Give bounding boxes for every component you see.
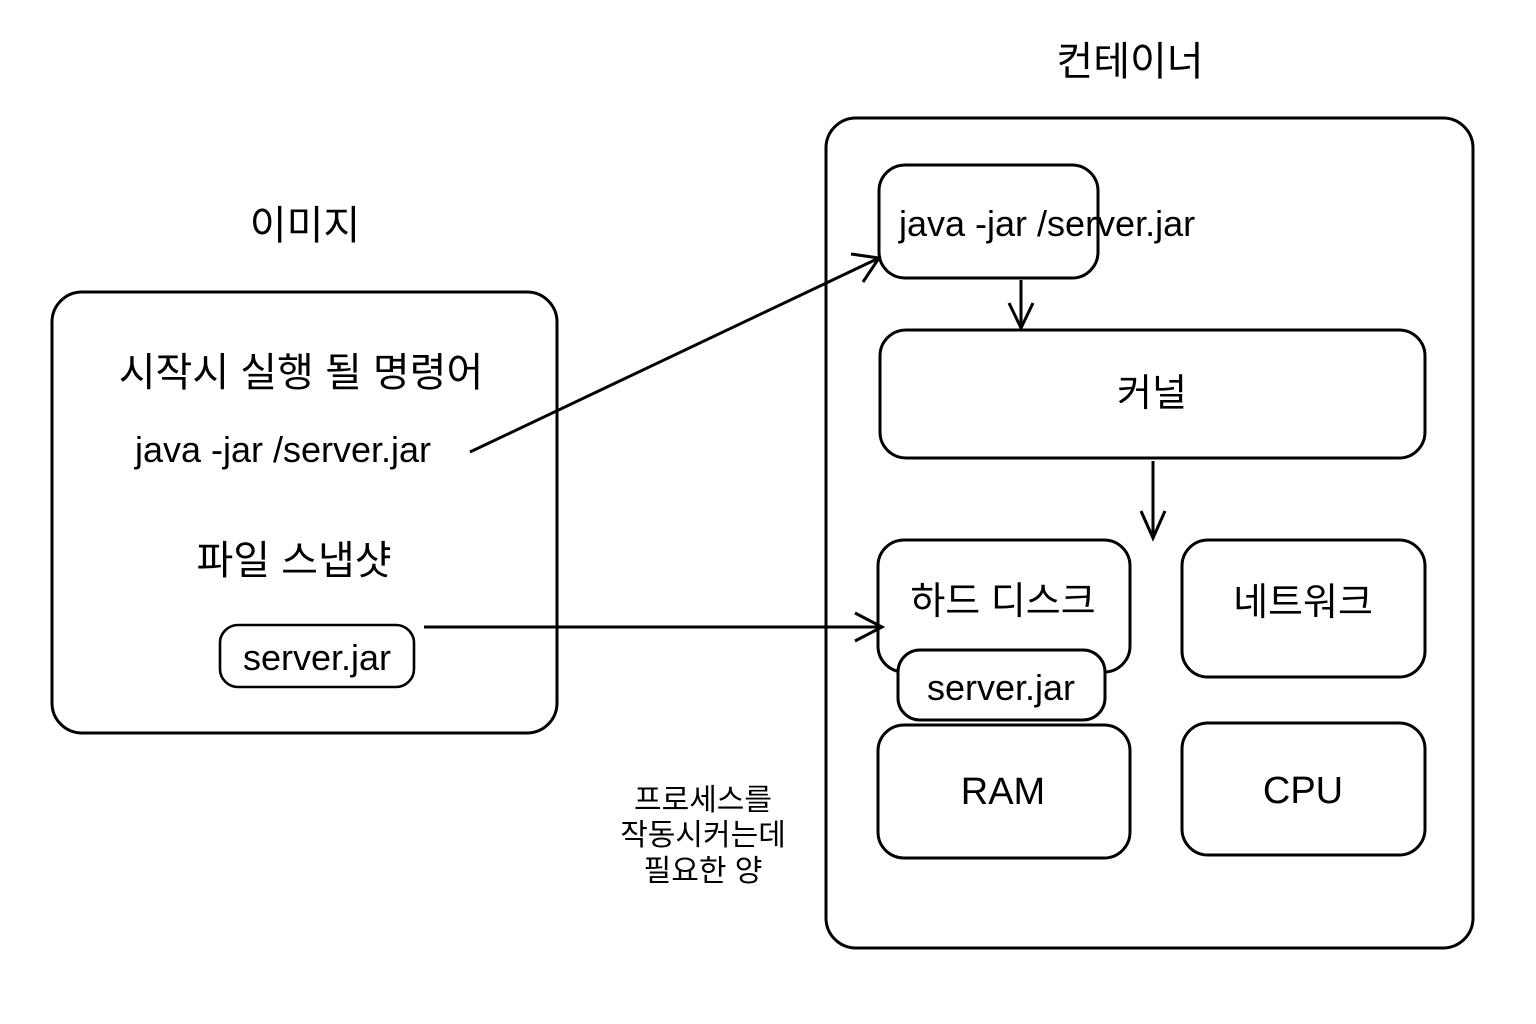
image-panel-box <box>50 290 559 735</box>
image-snapshot-heading: 파일 스냅샷 <box>196 539 392 583</box>
container-ram-label: RAM <box>960 771 1046 813</box>
hard-disk-file-pill <box>896 648 1107 722</box>
container-network-label: 네트워크 <box>1233 582 1373 624</box>
container-hard-disk-label: 하드 디스크 <box>910 581 1096 623</box>
resource-note-line-2: 작동시커는데 <box>620 819 786 853</box>
container-kernel-label: 커널 <box>1117 373 1187 415</box>
connector-snapshot-to-harddisk-icon <box>424 611 886 643</box>
container-ram-box <box>876 723 1132 860</box>
resource-note: 프로세스를 작동시커는데 필요한 양 <box>620 783 786 889</box>
container-process-box <box>877 163 1100 280</box>
resource-note-line-3: 필요한 양 <box>643 854 763 888</box>
connector-process-to-kernel-icon <box>1007 280 1035 332</box>
image-snapshot-file-pill <box>218 623 416 689</box>
container-panel-title: 컨테이너 <box>1056 40 1204 84</box>
container-cpu-label: CPU <box>1262 770 1344 812</box>
connector-kernel-to-hardware-icon <box>1139 461 1167 542</box>
image-command-value: java -jar /server.jar <box>134 429 432 470</box>
container-cpu-box <box>1180 721 1427 857</box>
resource-note-line-1: 프로세스를 <box>633 784 772 817</box>
container-network-box <box>1180 538 1427 679</box>
connector-command-to-process-icon <box>469 252 882 454</box>
image-snapshot-file-label: server.jar <box>242 637 392 678</box>
image-panel-title: 이미지 <box>249 204 361 248</box>
container-process-label: java -jar /server.jar <box>899 203 1196 244</box>
hard-disk-file-label: server.jar <box>926 667 1076 708</box>
container-kernel-box <box>878 328 1427 460</box>
image-command-heading: 시작시 실행 될 명령어 <box>118 351 484 395</box>
